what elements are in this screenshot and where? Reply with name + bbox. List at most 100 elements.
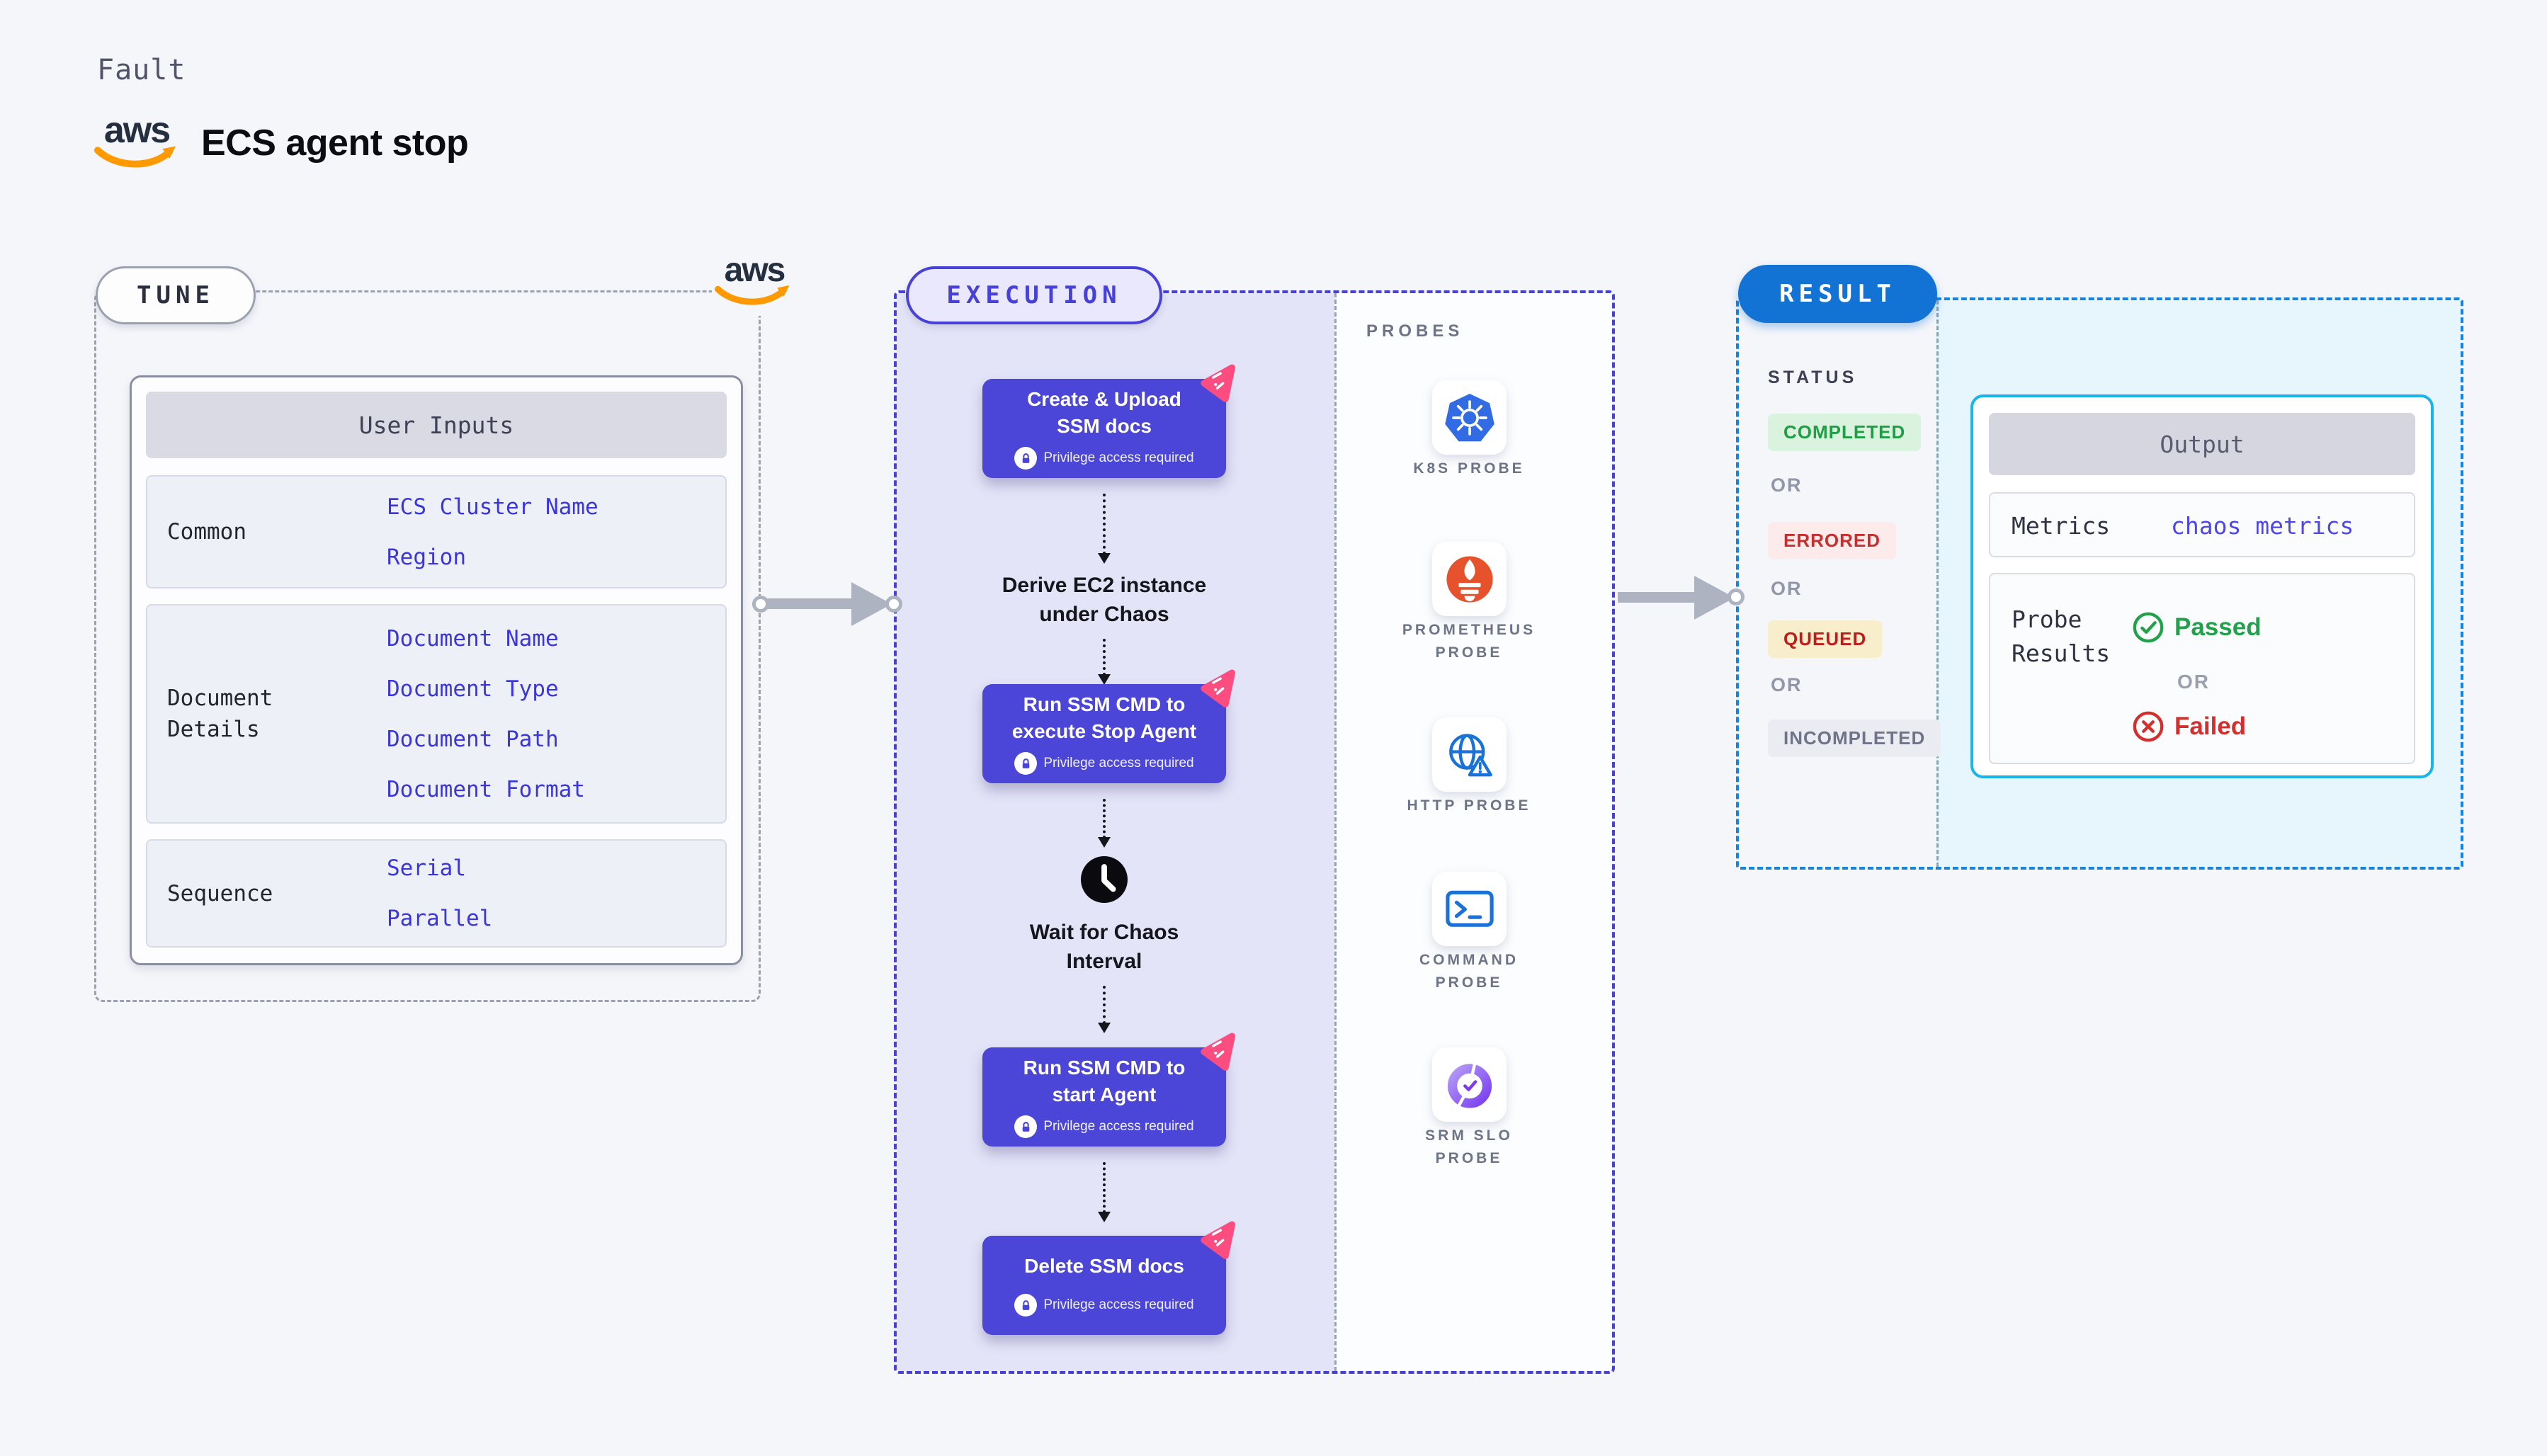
result-section-pill: RESULT [1738, 265, 1937, 323]
clock-icon [1081, 856, 1128, 903]
privilege-row: Privilege access required [1014, 1115, 1194, 1138]
probe-card-command [1432, 872, 1507, 946]
fault-kind-label: Fault [97, 54, 186, 86]
privilege-label: Privilege access required [1043, 1297, 1194, 1312]
probe-results-label: Probe Results [2012, 605, 2111, 667]
input-link-document-format[interactable]: Document Format [387, 776, 585, 802]
status-or: OR [1771, 578, 1803, 599]
status-header: STATUS [1768, 368, 1858, 387]
privilege-row: Privilege access required [1014, 752, 1194, 775]
row-values: ECS Cluster Name Region [387, 477, 599, 587]
input-link-ecs-cluster-name[interactable]: ECS Cluster Name [387, 494, 599, 520]
output-card: Output Metrics chaos metrics Probe Resul… [1970, 394, 2434, 778]
passed-row: Passed [2132, 611, 2262, 644]
probe-label-http: HTTP PROBE [1407, 797, 1531, 814]
step-title: Delete SSM docs [1024, 1255, 1184, 1277]
chaos-badge-icon [1201, 669, 1236, 707]
user-inputs-header: User Inputs [146, 392, 727, 458]
aws-logo-text: aws [103, 110, 171, 151]
privilege-label: Privilege access required [1043, 450, 1194, 465]
result-section-box: STATUS COMPLETED OR ERRORED OR QUEUED OR… [1736, 297, 2463, 870]
step-run-ssm-start-agent: Run SSM CMD to start Agent Privilege acc… [982, 1033, 1236, 1147]
flow-arrow-tune-to-execution [764, 598, 851, 609]
aws-smile-icon [94, 146, 176, 168]
table-row-common: Common ECS Cluster Name Region [146, 475, 727, 588]
probes-panel [1334, 293, 1612, 1371]
probe-card-prometheus [1432, 542, 1507, 616]
http-globe-icon [1448, 733, 1492, 776]
step-create-upload-ssm-docs: Create & Upload SSM docs Privilege acces… [982, 364, 1236, 478]
failed-label: Failed [2174, 712, 2247, 740]
step-title: Run SSM CMD to execute Stop Agent [1011, 693, 1197, 742]
probe-label-prometheus: PROMETHEUS PROBE [1402, 622, 1536, 661]
chaos-badge-icon [1201, 364, 1236, 402]
step-title: Run SSM CMD to start Agent [1023, 1057, 1186, 1105]
lock-icon [1014, 1294, 1038, 1316]
privilege-row: Privilege access required [1014, 1294, 1194, 1316]
privilege-row: Privilege access required [1014, 447, 1194, 470]
flow-text-wait-interval: Wait for Chaos Interval [1029, 921, 1179, 973]
passed-label: Passed [2174, 613, 2262, 641]
tune-section-box [94, 290, 761, 1002]
metrics-label: Metrics [2012, 512, 2111, 540]
step-run-ssm-stop-agent: Run SSM CMD to execute Stop Agent Privil… [982, 669, 1236, 783]
output-header: Output [1989, 413, 2415, 475]
row-label: Sequence [167, 880, 273, 906]
tune-section-pill: TUNE [96, 266, 256, 324]
probe-results-row: Probe Results Passed OR Failed [1989, 573, 2415, 764]
privilege-label: Privilege access required [1043, 756, 1194, 770]
aws-logo-text: aws [724, 251, 786, 289]
dotted-arrow-down [1098, 639, 1111, 685]
aws-smile-icon [715, 285, 790, 305]
dotted-arrow-down [1098, 799, 1111, 848]
row-label: Document Details [167, 686, 273, 742]
step-title: Create & Upload SSM docs [1027, 388, 1181, 437]
row-values: Serial Parallel [387, 841, 492, 946]
input-link-region[interactable]: Region [387, 544, 466, 570]
privilege-label: Privilege access required [1043, 1119, 1194, 1134]
status-or: OR [1771, 674, 1803, 695]
connector-dot [885, 596, 902, 613]
row-label: Common [167, 519, 246, 545]
x-circle-icon [2133, 711, 2164, 742]
step-delete-ssm-docs: Delete SSM docs Privilege access require… [982, 1221, 1236, 1335]
probe-label-command: COMMAND PROBE [1419, 952, 1519, 991]
execution-section-box: Create & Upload SSM docs Privilege acces… [894, 290, 1615, 1374]
status-badge-queued: QUEUED [1768, 620, 1883, 658]
probe-card-http [1432, 717, 1507, 792]
user-inputs-table: User Inputs Common ECS Cluster Name Regi… [130, 375, 743, 965]
dotted-arrow-down [1098, 986, 1111, 1033]
table-row-sequence: Sequence Serial Parallel [146, 839, 727, 948]
probe-card-k8s [1432, 380, 1507, 455]
status-badge-completed: COMPLETED [1768, 414, 1922, 451]
probe-label-srm-slo: SRM SLO PROBE [1425, 1127, 1513, 1166]
metrics-row: Metrics chaos metrics [1989, 492, 2415, 557]
arrowhead-icon [851, 582, 892, 626]
kubernetes-icon [1444, 393, 1494, 441]
input-link-parallel[interactable]: Parallel [387, 906, 493, 931]
dotted-arrow-down [1098, 1162, 1111, 1222]
prometheus-icon [1446, 555, 1493, 603]
chaos-badge-icon [1201, 1221, 1236, 1259]
flow-text-derive-ec2: Derive EC2 instance under Chaos [1002, 574, 1207, 626]
lock-icon [1014, 447, 1038, 470]
output-or: OR [2177, 671, 2210, 693]
probe-label-k8s: K8S PROBE [1413, 460, 1525, 477]
input-link-document-name[interactable]: Document Name [387, 625, 559, 652]
input-link-document-path[interactable]: Document Path [387, 726, 559, 752]
connector-dot [1728, 588, 1745, 605]
table-row-document-details: Document Details Document Name Document … [146, 604, 727, 824]
lock-icon [1014, 752, 1038, 775]
row-values: Document Name Document Type Document Pat… [387, 605, 585, 822]
input-link-serial[interactable]: Serial [387, 855, 466, 881]
aws-logo-small: aws [712, 249, 797, 316]
aws-logo: aws [94, 112, 179, 174]
status-or: OR [1771, 474, 1803, 496]
slo-donut-icon [1447, 1062, 1492, 1108]
flow-arrow-execution-to-result [1618, 592, 1697, 603]
dotted-arrow-down [1098, 494, 1111, 564]
metrics-value-link[interactable]: chaos metrics [2171, 512, 2354, 540]
status-badge-incompleted: INCOMPLETED [1768, 720, 1941, 757]
input-link-document-type[interactable]: Document Type [387, 676, 559, 702]
check-circle-icon [2133, 612, 2164, 643]
